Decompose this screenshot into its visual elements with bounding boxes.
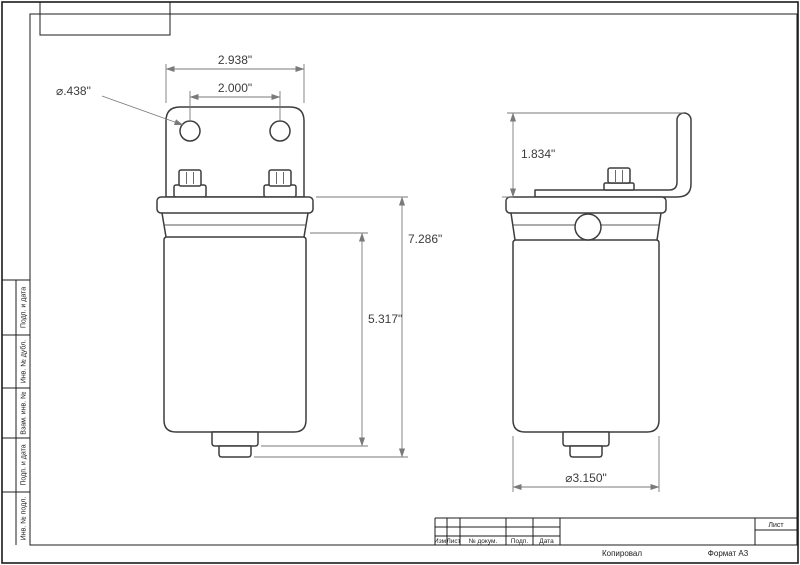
bracket-hole-left xyxy=(179,120,201,142)
strip-label-vzam-inv: Взам. инв. № xyxy=(21,391,28,434)
front-view xyxy=(156,106,314,458)
dim-text-bracket-height: 1.834" xyxy=(521,147,555,161)
title-block-grid xyxy=(434,517,797,545)
format-label: Формат A3 xyxy=(708,549,749,558)
copied-label: Копировал xyxy=(602,549,642,558)
top-left-stamp-box xyxy=(39,1,171,36)
title-sheet-label: Лист xyxy=(768,522,784,529)
title-col-podp: Подп. xyxy=(511,538,528,545)
strip-label-inv-podl: Инв. № подл. xyxy=(21,497,28,541)
filter-body xyxy=(163,236,307,433)
title-col-ndokum: № докум. xyxy=(469,538,498,545)
sheet-inner-frame xyxy=(29,13,798,546)
bracket-hole-right xyxy=(269,120,291,142)
strip-cell-borders xyxy=(2,279,30,545)
drain-fitting-side-step1 xyxy=(562,431,610,447)
strip-label-inv-dubl: Инв. № дубл. xyxy=(20,340,28,383)
filter-head-flange xyxy=(156,196,314,214)
side-view-dimensions: 1.834" ⌀3.150" xyxy=(502,112,684,492)
inlet-port xyxy=(574,213,602,241)
ext-lines-body-diameter xyxy=(512,436,660,492)
dim-text-hole-spacing: 2.000" xyxy=(218,81,252,95)
strip-label-podp-data-1: Подп. и дата xyxy=(21,287,28,328)
title-col-list: Лист xyxy=(446,538,460,545)
left-frame-strips: Подп. и дата Инв. № дубл. Взам. инв. № П… xyxy=(2,279,30,545)
side-view xyxy=(505,112,692,458)
bolt-side xyxy=(603,167,635,191)
title-block: Изм. Лист № докум. Подп. Дата Лист Копир… xyxy=(434,517,797,558)
dim-text-total-height: 7.286" xyxy=(408,232,442,246)
title-col-izm: Изм. xyxy=(434,538,448,545)
filter-head-taper-side xyxy=(510,212,662,241)
strip-label-podp-data-2: Подп. и дата xyxy=(21,444,28,485)
bracket-side-profile xyxy=(534,112,692,198)
dim-text-overall-width: 2.938" xyxy=(218,53,252,67)
dim-text-hole-diameter: ⌀.438" xyxy=(56,84,91,98)
drain-fitting-step1 xyxy=(211,431,259,447)
front-view-dimensions: 2.938" 2.000" ⌀.438" 7.286" 5.317" xyxy=(56,53,442,458)
dim-text-body-height: 5.317" xyxy=(368,312,402,326)
dim-text-body-diameter: ⌀3.150" xyxy=(565,471,607,485)
drain-fitting-step2 xyxy=(218,445,252,458)
drain-fitting-side-step2 xyxy=(569,445,603,458)
leader-hole-diameter xyxy=(101,95,184,126)
filter-body-side xyxy=(512,239,660,433)
filter-head-flange-side xyxy=(505,196,667,214)
bolt-left xyxy=(173,169,207,198)
title-col-data: Дата xyxy=(539,538,554,545)
bolt-right xyxy=(263,169,297,198)
